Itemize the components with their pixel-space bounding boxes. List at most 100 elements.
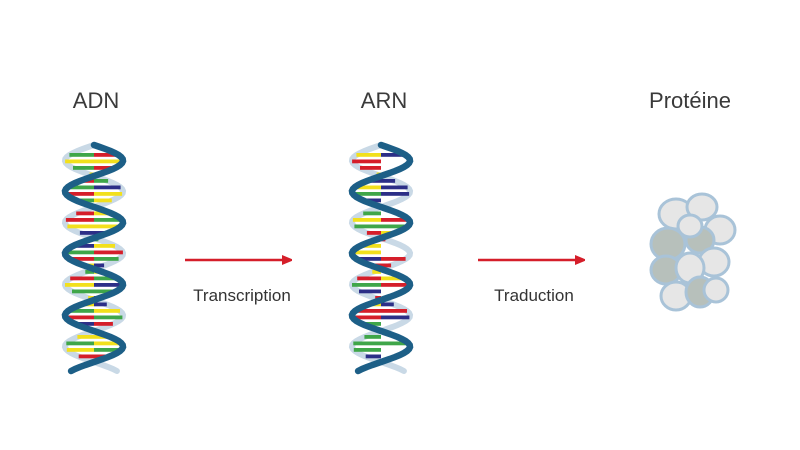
- base-segment: [65, 250, 94, 255]
- base-segment: [94, 224, 121, 229]
- base-segment: [352, 218, 381, 222]
- base-segment: [94, 153, 119, 157]
- base-segment: [79, 231, 94, 235]
- base-segment: [366, 231, 381, 235]
- base-segment: [381, 153, 406, 157]
- base-segment: [94, 250, 123, 255]
- base-segment: [355, 309, 381, 313]
- backbone-dark-strand: [61, 141, 127, 375]
- base-segment: [68, 309, 94, 313]
- base-segment: [381, 257, 406, 261]
- base-segment: [73, 244, 94, 248]
- base-segment: [78, 354, 94, 359]
- backbone-light-strand: [348, 142, 414, 374]
- base-segment: [94, 192, 123, 196]
- base-segment: [353, 348, 381, 352]
- base-segment: [352, 315, 381, 320]
- base-segment: [94, 289, 116, 294]
- base-segment: [94, 179, 109, 183]
- base-segment: [94, 315, 123, 320]
- base-segment: [353, 341, 381, 346]
- base-segment: [76, 198, 94, 203]
- base-segment: [362, 322, 381, 326]
- protein-lobe: [676, 213, 704, 239]
- base-segment: [352, 250, 381, 255]
- base-segment: [66, 348, 94, 352]
- base-segment: [66, 341, 94, 346]
- base-segment: [67, 185, 94, 190]
- dna-double-helix-icon: [61, 141, 127, 375]
- base-segment: [67, 224, 94, 229]
- base-segment: [65, 218, 94, 222]
- base-segment: [94, 159, 123, 164]
- base-segment: [359, 289, 381, 294]
- base-segment: [372, 270, 381, 274]
- base-segment: [94, 244, 115, 248]
- base-segment: [94, 257, 119, 261]
- base-segment: [69, 153, 94, 157]
- base-segment: [381, 315, 410, 320]
- base-segment: [381, 309, 407, 313]
- translation-label: Traduction: [494, 286, 574, 305]
- base-segment: [365, 354, 381, 359]
- base-segment: [72, 289, 94, 294]
- folded-protein-icon: [649, 192, 737, 312]
- base-segment: [381, 224, 408, 229]
- base-segment: [363, 198, 381, 203]
- base-segment: [354, 185, 381, 190]
- base-segment: [356, 153, 381, 157]
- backbone-dark-strand: [348, 141, 414, 375]
- base-segment: [70, 276, 94, 281]
- base-segment: [356, 257, 381, 261]
- base-segment: [381, 276, 405, 281]
- base-segment: [381, 302, 394, 307]
- base-segment: [73, 166, 94, 170]
- base-segment: [381, 192, 410, 196]
- base-segment: [77, 335, 94, 339]
- backbone-light-strand: [61, 142, 127, 374]
- base-segment: [94, 263, 105, 268]
- base-segment: [381, 263, 392, 268]
- base-segment: [360, 244, 381, 248]
- protein-lobe: [685, 192, 719, 222]
- protein-title: Protéine: [649, 88, 731, 113]
- base-segment: [75, 322, 94, 326]
- base-segment: [94, 302, 107, 307]
- dna-title: ADN: [72, 88, 120, 113]
- base-segment: [65, 159, 94, 164]
- base-segment: [65, 283, 94, 287]
- base-segment: [85, 270, 94, 274]
- rna-title: ARN: [360, 88, 408, 113]
- base-segment: [94, 276, 118, 281]
- base-segment: [94, 322, 113, 326]
- base-segment: [352, 159, 381, 164]
- base-segment: [352, 283, 381, 287]
- base-segment: [354, 224, 381, 229]
- base-segment: [381, 179, 396, 183]
- base-segment: [76, 211, 94, 216]
- base-segment: [94, 198, 112, 203]
- base-segment: [94, 166, 115, 170]
- base-segment: [360, 166, 381, 170]
- base-segment: [381, 218, 410, 222]
- base-segment: [381, 341, 409, 346]
- base-segment: [94, 348, 122, 352]
- base-segment: [69, 257, 94, 261]
- base-segment: [94, 283, 123, 287]
- base-segment: [357, 276, 381, 281]
- base-segment: [94, 218, 123, 222]
- base-segment: [65, 192, 94, 196]
- transcription-label: Transcription: [193, 286, 291, 305]
- base-segment: [364, 335, 381, 339]
- rna-helix-icon: [348, 141, 414, 375]
- base-segment: [94, 185, 121, 190]
- base-segment: [65, 315, 94, 320]
- base-segment: [94, 341, 122, 346]
- base-segment: [381, 283, 410, 287]
- base-segment: [381, 185, 408, 190]
- base-segment: [352, 192, 381, 196]
- protein-lobe: [702, 276, 730, 304]
- base-segment: [363, 211, 381, 216]
- base-segment: [94, 309, 120, 313]
